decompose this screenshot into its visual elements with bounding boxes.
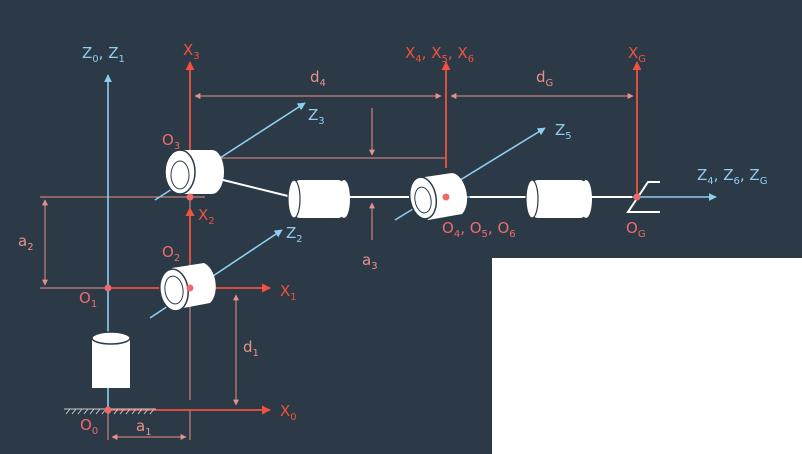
label-o4-o5-o6: O4, O5, O6: [442, 219, 516, 240]
reference-lines: [40, 157, 445, 440]
label-xg: XG: [628, 44, 646, 65]
label-x1: X1: [280, 282, 297, 303]
joint-base: [91, 331, 131, 388]
label-z0-z1: Z0, Z1: [82, 44, 125, 65]
white-overlay-panel: [492, 258, 802, 454]
origin-dots: [104, 193, 641, 414]
label-d1: d1: [243, 338, 259, 359]
joint-o3: [164, 149, 224, 195]
label-x4-x5-x6: X4, X5, X6: [405, 44, 474, 65]
origin-o2-dot: [186, 284, 194, 292]
joint-wrist: [408, 173, 468, 220]
label-z4-z6-zg: Z4, Z6, ZG: [697, 166, 767, 187]
label-z5: Z5: [555, 121, 572, 142]
cylinder-link-3: [287, 179, 350, 219]
label-o0: O0: [80, 416, 98, 437]
robot-links: [214, 177, 632, 198]
cylinder-link-5: [525, 179, 592, 219]
label-a3: a3: [362, 251, 378, 272]
label-o3: O3: [162, 131, 180, 152]
label-o1: O1: [79, 289, 97, 310]
origin-o4-dot: [442, 193, 450, 201]
base-joint-top: [91, 331, 131, 345]
base-joint-body: [92, 338, 130, 388]
label-a1: a1: [136, 417, 152, 438]
label-x3: X3: [183, 41, 200, 62]
label-x2: X2: [198, 206, 215, 227]
label-x0: X0: [280, 402, 297, 423]
origin-o1-dot: [104, 284, 112, 292]
label-a2: a2: [18, 232, 34, 253]
joint-o2: [159, 263, 216, 312]
label-og: OG: [626, 219, 646, 240]
labels: Z0, Z1 X3 X4, X5, X6 XG d4 dG Z3 Z5 O3 Z…: [18, 41, 767, 438]
link-o3-to-cyl: [214, 177, 293, 198]
label-o2: O2: [162, 243, 180, 264]
dimension-arrows: [42, 93, 634, 440]
label-d4: d4: [310, 68, 326, 89]
label-z3: Z3: [308, 106, 325, 127]
origin-o0-dot: [104, 406, 112, 414]
origin-o3-dot: [186, 193, 194, 201]
label-dg: dG: [536, 68, 553, 89]
label-z2: Z2: [286, 224, 303, 245]
origin-og-dot: [633, 193, 641, 201]
